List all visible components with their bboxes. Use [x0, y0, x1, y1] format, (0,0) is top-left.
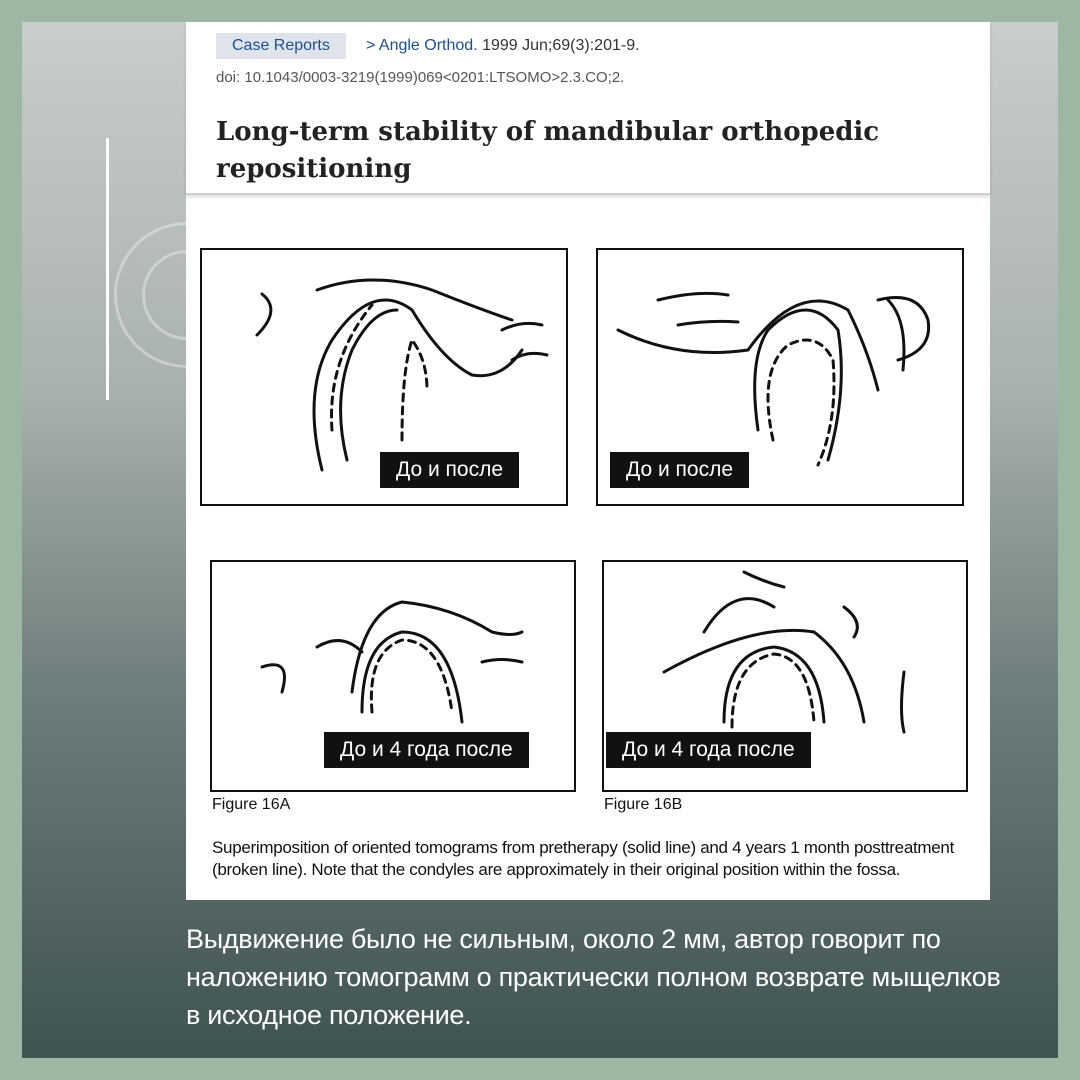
article-type-badge: Case Reports [216, 33, 346, 59]
citation: > Angle Orthod. 1999 Jun;69(3):201-9. [366, 37, 640, 55]
figure-caption: Superimposition of oriented tomograms fr… [212, 838, 954, 879]
condyle-drawing [662, 570, 906, 734]
figure-16a-label: Figure 16A [212, 796, 291, 813]
doi: doi: 10.1043/0003-3219(1999)069<0201:LTS… [216, 69, 625, 86]
citation-details: 1999 Jun;69(3):201-9. [477, 37, 640, 54]
tomogram-bottom-left: До и 4 года после [210, 560, 576, 792]
figure-16b-label: Figure 16B [604, 796, 683, 813]
article-screenshot: Case Reports > Angle Orthod. 1999 Jun;69… [186, 22, 990, 900]
slide-comment: Выдвижение было не сильным, около 2 мм, … [186, 924, 1001, 1030]
tomogram-top-right: До и после [596, 248, 964, 506]
condyle-drawing [616, 291, 931, 467]
decorative-line [106, 138, 109, 400]
tomogram-top-left: До и после [200, 248, 568, 506]
article-header: Case Reports > Angle Orthod. 1999 Jun;69… [186, 22, 990, 195]
tomogram-bottom-right: До и 4 года после [602, 560, 968, 792]
comparison-label: До и после [380, 452, 520, 488]
comparison-label: До и 4 года после [606, 732, 811, 768]
condyle-drawing [255, 278, 549, 472]
condyle-drawing [260, 600, 524, 724]
journal-link[interactable]: > Angle Orthod. [366, 37, 478, 54]
article-title: Long-term stability of mandibular orthop… [216, 117, 880, 184]
comparison-label: До и 4 года после [324, 732, 529, 768]
comparison-label: До и после [610, 452, 750, 488]
